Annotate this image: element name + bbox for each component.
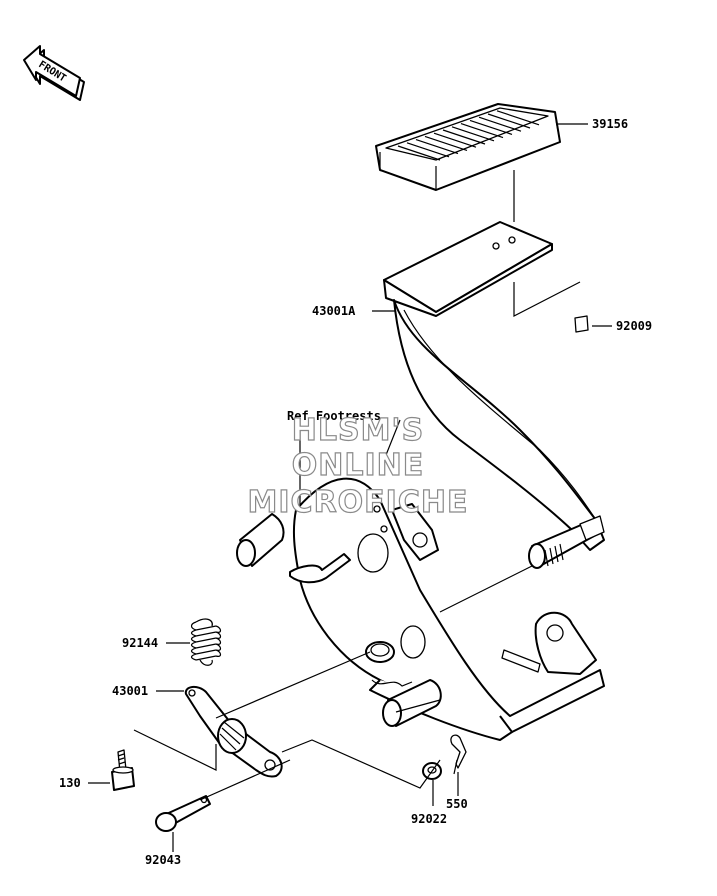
part-label-43001: 43001 (112, 684, 148, 698)
front-arrow-icon: FRONT (23, 45, 85, 101)
pad-rib (442, 129, 486, 145)
watermark-line-3: MICROFICHE (248, 485, 469, 520)
part-label-92043: 92043 (145, 853, 181, 867)
pad-rib (451, 126, 495, 142)
part-label-130: 130 (59, 776, 81, 790)
pedal-pad (375, 103, 561, 191)
leader-lines (88, 123, 612, 852)
pad-rib (478, 116, 522, 132)
shaft-pin (528, 515, 605, 569)
part-label-92144: 92144 (122, 636, 158, 650)
assembly-lines (133, 170, 581, 801)
watermark: HLSM'S ONLINE MICROFICHE (247, 412, 469, 520)
bolt-130 (111, 749, 135, 791)
watermark-line-2: ONLINE (292, 448, 425, 483)
cotter-pin (450, 734, 467, 775)
clevis-pin (155, 795, 211, 832)
upper-tab (391, 503, 439, 561)
return-spring (190, 618, 222, 666)
part-label-39156: 39156 (592, 117, 628, 131)
lower-bushing (382, 679, 442, 727)
pad-rib (397, 145, 441, 161)
part-label-550: 550 (446, 797, 468, 811)
part-label-92022: 92022 (411, 812, 447, 826)
pad-rib (433, 132, 477, 148)
pad-rib (460, 123, 504, 139)
pad-rib (469, 119, 513, 135)
pad-rib (496, 110, 540, 126)
part-label-92009: 92009 (616, 319, 652, 333)
watermark-line-1: HLSM'S (292, 413, 424, 448)
reference-label: Ref Footrests (287, 409, 381, 423)
pad-rib (406, 142, 450, 158)
pad-rib (487, 113, 531, 129)
part-label-43001a: 43001A (312, 304, 356, 318)
clevis-pin-top (289, 553, 351, 584)
pad-rib (415, 139, 459, 155)
upper-bushing (236, 513, 285, 567)
pedal-arm (383, 221, 605, 551)
lower-tab (501, 611, 597, 675)
lever (184, 686, 283, 778)
pad-rib (424, 135, 468, 151)
